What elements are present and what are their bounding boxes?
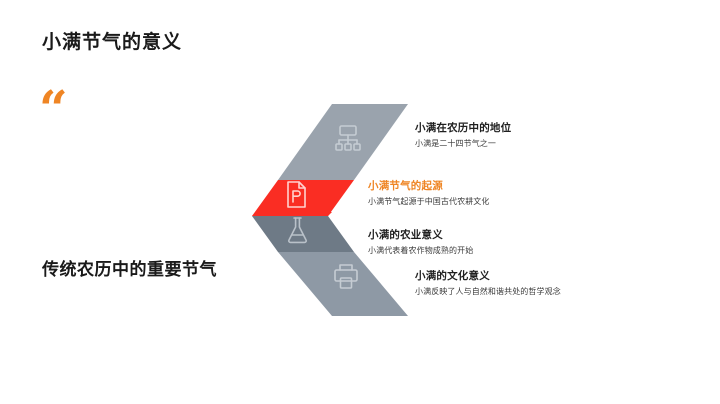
item-heading: 小满节气的起源 — [368, 180, 443, 192]
printer-icon — [334, 264, 358, 289]
list-item[interactable]: 小满节气的起源 小满节气起源于中国古代农耕文化 — [368, 178, 490, 207]
quote-mark-icon: “ — [39, 79, 68, 138]
page-title: 小满节气的意义 — [42, 32, 183, 53]
item-description: 小满节气起源于中国古代农耕文化 — [368, 197, 490, 206]
chevron-band-2[interactable] — [252, 180, 354, 216]
item-description: 小满反映了人与自然和谐共处的哲学观念 — [415, 287, 561, 296]
chevron-diagram — [248, 104, 408, 316]
list-item[interactable]: 小满在农历中的地位 小满是二十四节气之一 — [415, 120, 511, 149]
item-description: 小满是二十四节气之一 — [415, 139, 496, 148]
flask-icon — [288, 217, 307, 244]
item-heading: 小满的文化意义 — [415, 270, 490, 282]
presentation-file-icon — [287, 181, 306, 208]
item-description: 小满代表着农作物成熟的开始 — [368, 246, 474, 255]
item-heading: 小满的农业意义 — [368, 229, 443, 241]
sitemap-icon — [335, 125, 361, 151]
chevron-band-1[interactable] — [278, 104, 408, 180]
list-item[interactable]: 小满的农业意义 小满代表着农作物成熟的开始 — [368, 227, 473, 256]
list-item[interactable]: 小满的文化意义 小满反映了人与自然和谐共处的哲学观念 — [415, 268, 561, 297]
chevron-band-3[interactable] — [252, 216, 354, 252]
item-heading: 小满在农历中的地位 — [415, 122, 512, 134]
chevron-band-4[interactable] — [278, 252, 408, 316]
slide-subtitle: 传统农历中的重要节气 — [42, 260, 217, 279]
